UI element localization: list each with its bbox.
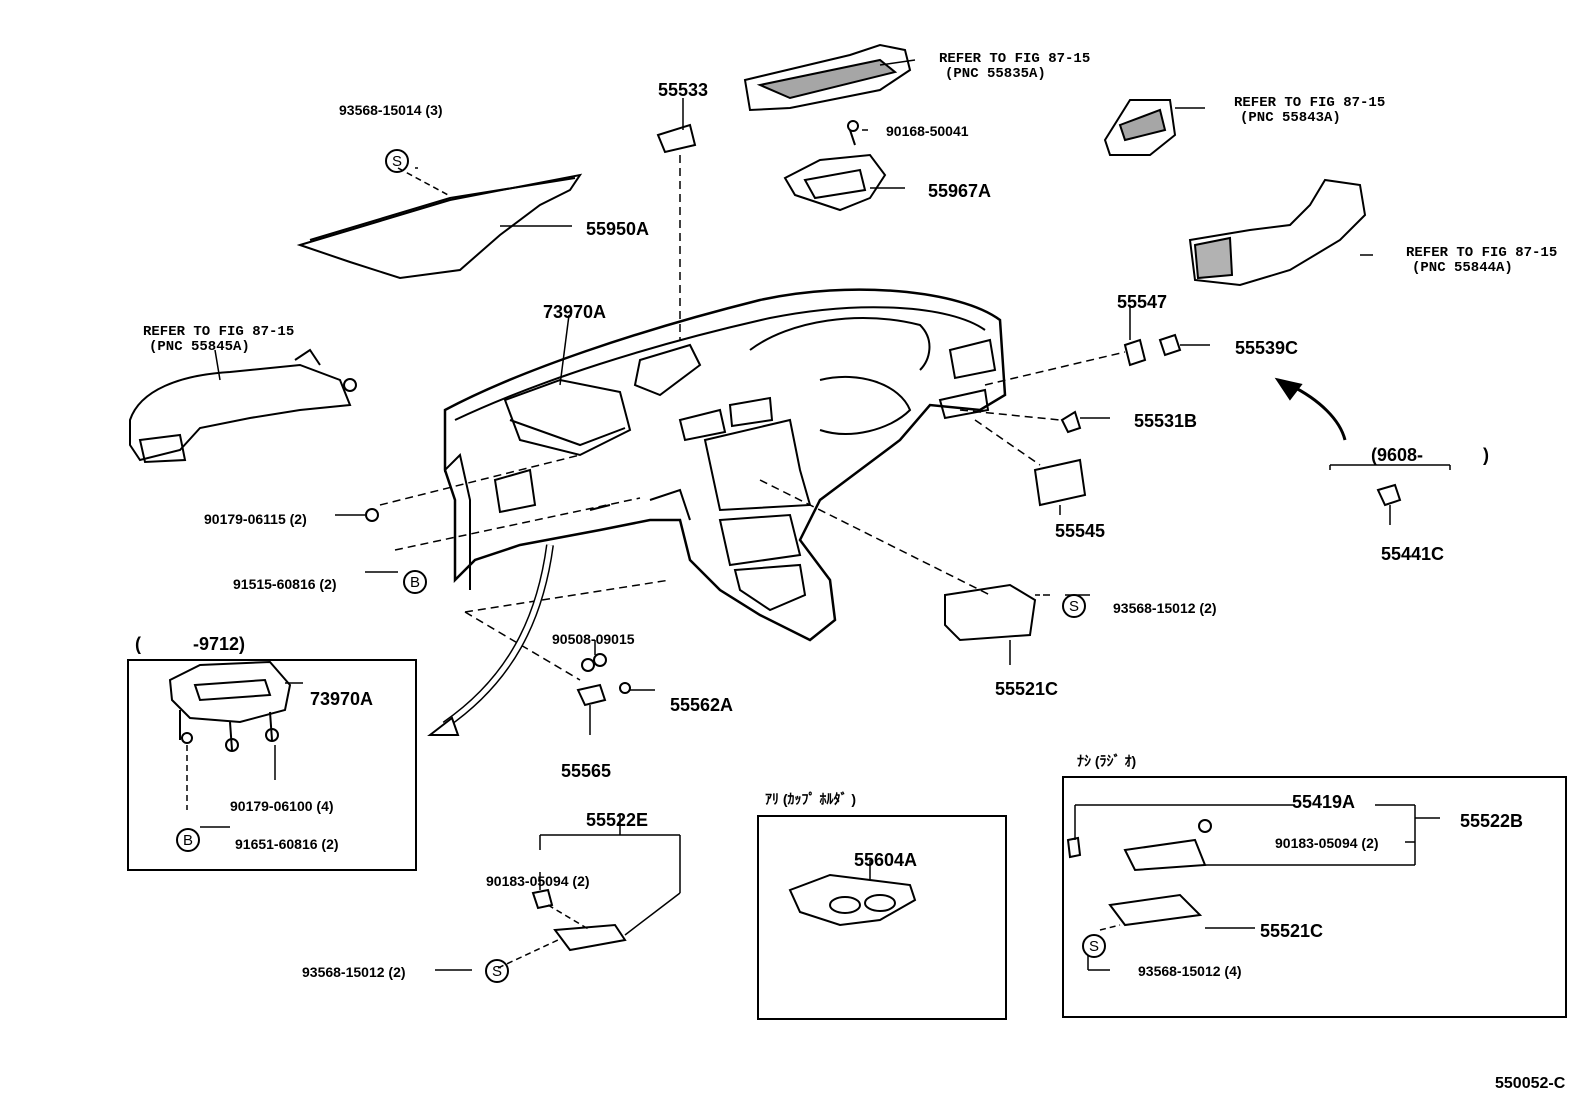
part-55522B[interactable]: 55522B xyxy=(1460,811,1524,831)
refer-note-line2: (PNC 55845A) xyxy=(149,339,250,355)
leader-lines xyxy=(186,59,1451,971)
parts-55522E-drawing xyxy=(531,888,627,952)
part-90508-09015[interactable]: 90508-09015 xyxy=(552,631,635,647)
s-marker-icon: S xyxy=(1082,934,1106,958)
part-55539C[interactable]: 55539C xyxy=(1235,338,1299,358)
refer-note-line1: REFER TO FIG 87-15 xyxy=(1234,95,1386,111)
duct-55845A-drawing xyxy=(129,348,357,464)
instrument-panel-drawing xyxy=(443,288,1007,642)
part-90183-05094-left[interactable]: 90183-05094 (2) xyxy=(486,873,590,889)
range-9712: -9712) xyxy=(193,634,246,654)
refer-note-line1: REFER TO FIG 87-15 xyxy=(939,51,1091,67)
range-9608-end: ) xyxy=(1483,445,1489,465)
s-marker-icon: S xyxy=(485,959,509,983)
inset-part-90179-06100[interactable]: 90179-06100 (4) xyxy=(230,798,334,814)
refer-note-line2: (PNC 55844A) xyxy=(1412,260,1513,276)
register-55835A-drawing xyxy=(743,43,912,112)
direction-arrows xyxy=(427,377,1347,736)
part-93568-15012-lower[interactable]: 93568-15012 (2) xyxy=(302,964,406,980)
refer-note-55845A[interactable]: REFER TO FIG 87-15 (PNC 55845A) xyxy=(143,325,294,355)
inset-part-91651-60816[interactable]: 91651-60816 (2) xyxy=(235,836,339,852)
part-55531B[interactable]: 55531B xyxy=(1134,411,1198,431)
refer-note-line1: REFER TO FIG 87-15 xyxy=(143,324,295,340)
range-9712-open: ( xyxy=(135,634,141,654)
part-55522E[interactable]: 55522E xyxy=(586,810,649,830)
s-marker-icon: S xyxy=(385,149,409,173)
part-73970A[interactable]: 73970A xyxy=(543,302,607,322)
inset-box-9712 xyxy=(127,659,417,871)
duct-55844A-drawing xyxy=(1188,178,1367,287)
part-55521C-radio[interactable]: 55521C xyxy=(1260,921,1324,941)
part-90168-50041[interactable]: 90168-50041 xyxy=(886,123,969,139)
part-55547[interactable]: 55547 xyxy=(1117,292,1168,312)
part-55967A[interactable]: 55967A xyxy=(928,181,992,201)
part-93568-15012-upper[interactable]: 93568-15012 (2) xyxy=(1113,600,1217,616)
refer-note-55844A[interactable]: REFER TO FIG 87-15 (PNC 55844A) xyxy=(1406,246,1557,276)
refer-note-line1: REFER TO FIG 87-15 xyxy=(1406,245,1558,261)
b-marker-icon: B xyxy=(176,828,200,852)
part-55565[interactable]: 55565 xyxy=(561,761,612,781)
part-55604A[interactable]: 55604A xyxy=(854,850,918,870)
panel-55950A-drawing xyxy=(296,173,583,280)
refer-note-55835A[interactable]: REFER TO FIG 87-15 (PNC 55835A) xyxy=(939,52,1090,82)
part-90179-06115[interactable]: 90179-06115 (2) xyxy=(204,511,307,527)
figure-code: 550052-C xyxy=(1495,1075,1566,1092)
part-55441C[interactable]: 55441C xyxy=(1381,544,1445,564)
inset-part-73970A[interactable]: 73970A xyxy=(310,689,374,709)
small-parts-right-drawing xyxy=(944,333,1402,642)
part-55521C[interactable]: 55521C xyxy=(995,679,1059,699)
part-55533[interactable]: 55533 xyxy=(658,80,709,100)
part-55419A[interactable]: 55419A xyxy=(1292,792,1356,812)
clip-55533-drawing xyxy=(656,123,697,154)
small-parts-center-drawing xyxy=(365,508,631,707)
b-marker-icon: B xyxy=(403,570,427,594)
s-marker-icon: S xyxy=(1062,594,1086,618)
part-93568-15014[interactable]: 93568-15014 (3) xyxy=(339,102,443,118)
inset-box-cupholder xyxy=(757,815,1007,1020)
cupholder-header: ｱﾘ (ｶｯﾌﾟ ﾎﾙﾀﾞ ) xyxy=(765,791,856,807)
vent-55843A-drawing xyxy=(1103,99,1177,156)
inset-73970A-drawing xyxy=(168,660,292,752)
part-55545[interactable]: 55545 xyxy=(1055,521,1106,541)
cupholder-55604A-drawing xyxy=(788,873,917,927)
part-93568-15012-radio[interactable]: 93568-15012 (4) xyxy=(1138,963,1242,979)
refer-note-line2: (PNC 55835A) xyxy=(945,66,1046,82)
part-90183-05094-right[interactable]: 90183-05094 (2) xyxy=(1275,835,1379,851)
bezel-55967A-drawing xyxy=(783,120,887,212)
radio-header: ﾅｼ (ﾗｼﾞ ｵ) xyxy=(1077,753,1137,769)
part-55950A[interactable]: 55950A xyxy=(586,219,650,239)
part-55562A[interactable]: 55562A xyxy=(670,695,734,715)
part-91515-60816[interactable]: 91515-60816 (2) xyxy=(233,576,337,592)
refer-note-line2: (PNC 55843A) xyxy=(1240,110,1341,126)
inset-box-no-radio xyxy=(1062,776,1567,1018)
refer-note-55843A[interactable]: REFER TO FIG 87-15 (PNC 55843A) xyxy=(1234,96,1385,126)
range-9608-start: (9608- xyxy=(1371,445,1424,465)
